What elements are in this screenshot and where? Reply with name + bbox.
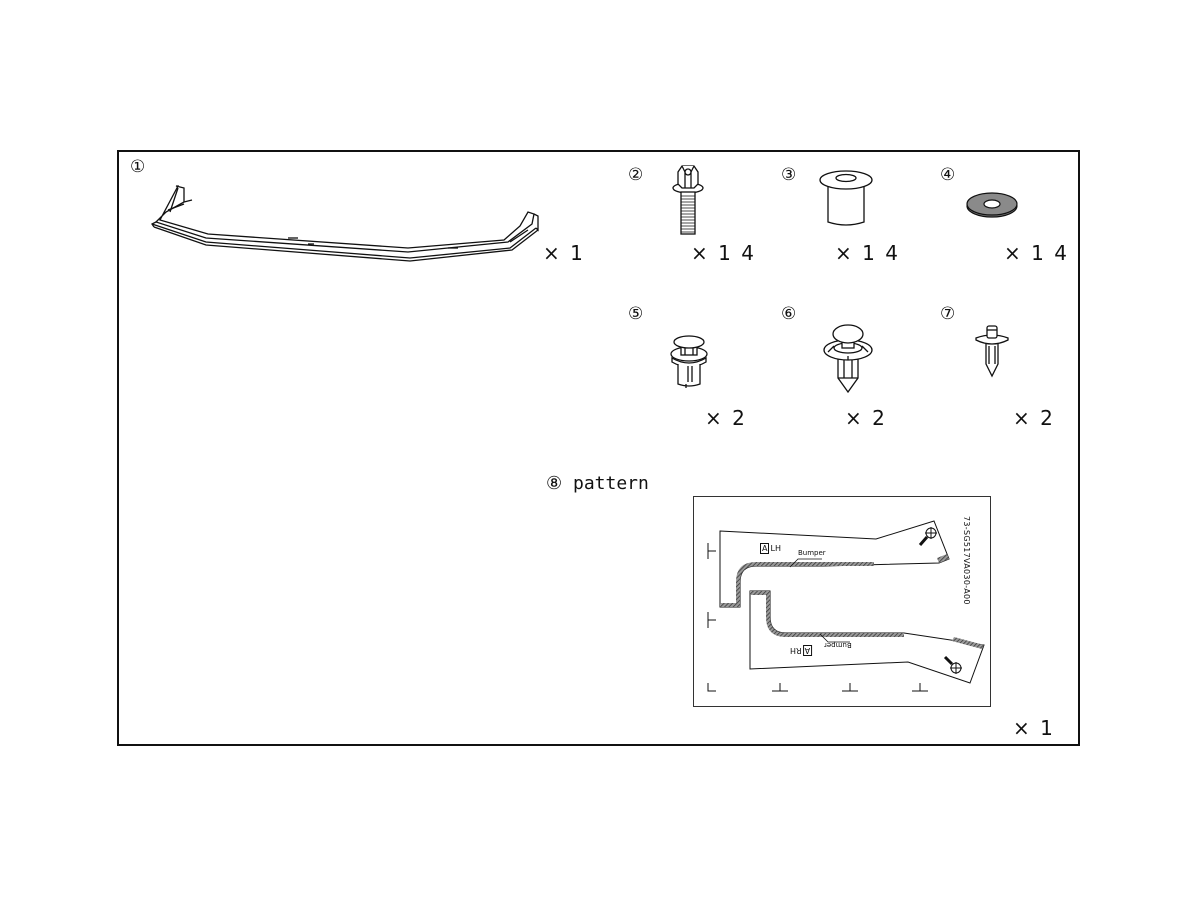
part-5-index: ⑤ xyxy=(628,304,644,324)
flange-bolt-icon xyxy=(668,164,708,236)
part-8-name: pattern xyxy=(572,473,649,494)
pattern-code: 73-SG517VA030-A00 xyxy=(962,516,971,605)
part-1-index: ① xyxy=(130,157,146,177)
part-4-index: ④ xyxy=(940,165,956,185)
part-2-index: ② xyxy=(628,165,644,185)
parts-list-frame xyxy=(117,150,1080,746)
part-4-quantity: × 1 4 xyxy=(1004,241,1069,265)
rh-bumper-label: Bumper xyxy=(824,641,852,649)
push-clip-b-icon xyxy=(820,322,876,396)
front-lip-spoiler-illustration xyxy=(148,182,540,262)
part-7-index: ⑦ xyxy=(940,304,956,324)
part-8-quantity: × 1 xyxy=(1013,716,1055,740)
part-8-label: ⑧ pattern xyxy=(546,473,649,494)
rh-tag: ARH xyxy=(790,645,813,656)
lh-bumper-label: Bumper xyxy=(798,549,826,557)
part-7-quantity: × 2 xyxy=(1013,406,1055,430)
washer-icon xyxy=(966,190,1018,220)
push-clip-a-icon xyxy=(664,332,714,390)
push-rivet-icon xyxy=(974,322,1010,380)
part-3-index: ③ xyxy=(781,165,797,185)
collar-bushing-icon xyxy=(818,168,874,230)
part-6-index: ⑥ xyxy=(781,304,797,324)
part-5-quantity: × 2 xyxy=(705,406,747,430)
part-3-quantity: × 1 4 xyxy=(835,241,900,265)
part-1-quantity: × 1 xyxy=(543,241,585,265)
part-6-quantity: × 2 xyxy=(845,406,887,430)
part-2-quantity: × 1 4 xyxy=(691,241,756,265)
part-8-index: ⑧ xyxy=(546,473,563,494)
